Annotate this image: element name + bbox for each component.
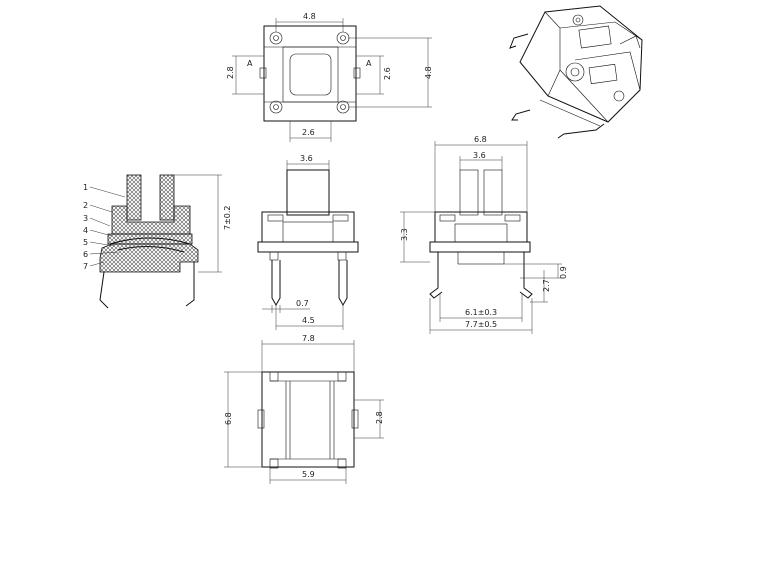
top-body-outline (263, 25, 357, 122)
callout-1: 1 (83, 183, 88, 192)
section-button (111, 205, 191, 235)
side-body (434, 211, 528, 243)
bottom-dim-top: 7.8 (302, 334, 315, 343)
bottom-body (261, 371, 355, 468)
top-dim-outer-right: 4.8 (424, 66, 433, 79)
section-mark-right: A (366, 59, 372, 68)
top-view: 4.8 2.8 A 2.6 A 4.8 2.6 (226, 12, 433, 142)
front-view: 3.6 0.7 4.5 (257, 154, 359, 330)
front-body (261, 211, 355, 243)
side-dim-overall: 7.7±0.5 (465, 320, 497, 329)
callout-7: 7 (83, 262, 88, 271)
section-mark-left: A (247, 59, 253, 68)
bottom-dim-left: 6.8 (224, 412, 233, 425)
top-hole-bl (269, 100, 283, 114)
section-stem-left (126, 174, 142, 221)
top-dim-left: 2.8 (226, 66, 235, 79)
section-callouts: 1 2 3 4 5 6 7 (83, 183, 126, 271)
top-dim-width: 4.8 (303, 12, 316, 21)
front-dim-pin: 0.7 (296, 299, 309, 308)
side-dim-pin-length: 2.7 (542, 279, 551, 292)
front-base (257, 241, 359, 253)
section-dim-height: 7±0.2 (223, 205, 232, 230)
top-hole-tr (336, 31, 350, 45)
section-stem-right (159, 174, 175, 221)
callout-2: 2 (83, 201, 88, 210)
top-dim-bottom: 2.6 (302, 128, 315, 137)
section-view: 1 2 3 4 5 6 7 7±0.2 (83, 174, 232, 309)
side-dim-standoff: 0.9 (559, 266, 568, 279)
callout-6: 6 (83, 250, 88, 259)
top-hole-br (336, 100, 350, 114)
isometric-view (509, 5, 643, 139)
section-base (99, 243, 199, 273)
bottom-dim-bottom: 5.9 (302, 470, 315, 479)
callout-5: 5 (83, 238, 88, 247)
front-dim-top: 3.6 (300, 154, 313, 163)
front-dim-pitch: 4.5 (302, 316, 315, 325)
side-base (429, 241, 531, 253)
side-view: 6.8 3.6 3.3 0.9 2.7 6.1±0.3 7.7±0.5 (400, 135, 568, 334)
top-hole-tl (269, 31, 283, 45)
top-dim-inner-right: 2.6 (383, 67, 392, 80)
front-stem (286, 169, 330, 216)
top-button-square (282, 46, 339, 103)
callout-3: 3 (83, 214, 88, 223)
top-button-inner (289, 53, 332, 96)
side-dim-pin-span: 6.1±0.3 (465, 308, 497, 317)
callout-4: 4 (83, 226, 88, 235)
bottom-dim-right: 2.8 (375, 411, 384, 424)
side-dim-stem: 3.6 (473, 151, 486, 160)
side-dim-body-height: 3.3 (400, 228, 409, 241)
side-dim-width: 6.8 (474, 135, 487, 144)
bottom-view: 7.8 6.8 2.8 5.9 (224, 334, 384, 484)
